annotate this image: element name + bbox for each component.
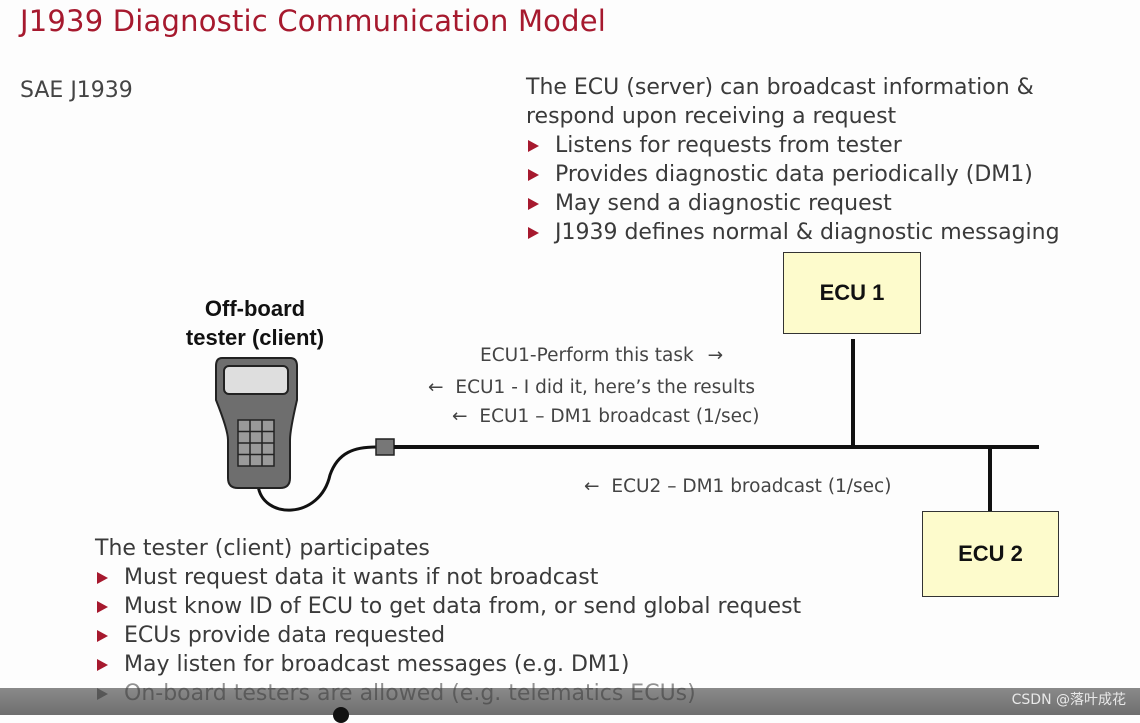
bullet-text: May listen for broadcast messages (e.g. … <box>124 652 630 677</box>
bullet-triangle-icon <box>528 168 539 181</box>
ecu2-box: ECU 2 <box>922 511 1059 597</box>
message-ecu2-dm1: ← ECU2 – DM1 broadcast (1/sec) <box>584 476 891 497</box>
watermark: CSDN @落叶成花 <box>1011 692 1126 708</box>
message-text: ECU1-Perform this task <box>480 345 694 366</box>
can-bus-line <box>394 445 1039 449</box>
list-item: ECUs provide data requested <box>97 621 801 650</box>
ecu-intro-line2: respond upon receiving a request <box>526 104 897 129</box>
bullet-triangle-icon <box>97 600 108 613</box>
playback-scrubber-handle[interactable] <box>333 707 349 723</box>
bullet-triangle-icon <box>97 658 108 671</box>
tester-bullet-list: Must request data it wants if not broadc… <box>97 563 801 679</box>
tester-intro: The tester (client) participates <box>95 536 430 561</box>
ecu-intro: The ECU (server) can broadcast informati… <box>526 73 1034 131</box>
slide-subtitle: SAE J1939 <box>20 78 133 103</box>
tester-label: Off-board tester (client) <box>150 294 360 352</box>
list-item: May send a diagnostic request <box>528 189 1060 218</box>
list-item: May listen for broadcast messages (e.g. … <box>97 650 801 679</box>
arrow-left-icon: ← <box>584 476 600 497</box>
bullet-text: Listens for requests from tester <box>555 133 902 158</box>
ecu1-stub-line <box>851 339 855 449</box>
list-item: Provides diagnostic data periodically (D… <box>528 160 1060 189</box>
message-results: ← ECU1 - I did it, here’s the results <box>428 377 755 398</box>
ecu-intro-line1: The ECU (server) can broadcast informati… <box>526 75 1034 100</box>
list-item: On-board testers are allowed (e.g. telem… <box>97 679 696 708</box>
message-text: ECU1 – DM1 broadcast (1/sec) <box>479 406 760 427</box>
bus-connector-icon <box>375 438 395 456</box>
bullet-text: Must request data it wants if not broadc… <box>124 565 599 590</box>
bullet-triangle-icon <box>528 197 539 210</box>
bullet-text: On-board testers are allowed (e.g. telem… <box>124 681 696 706</box>
list-item: Must request data it wants if not broadc… <box>97 563 801 592</box>
bullet-text: ECUs provide data requested <box>124 623 446 648</box>
tester-label-line2: tester (client) <box>185 325 325 350</box>
tester-device-icon <box>215 357 298 489</box>
ecu-bullet-list: Listens for requests from tester Provide… <box>528 131 1060 247</box>
bullet-text: Provides diagnostic data periodically (D… <box>555 162 1033 187</box>
message-perform-task: ECU1-Perform this task → <box>480 345 723 366</box>
bullet-text: Must know ID of ECU to get data from, or… <box>124 594 802 619</box>
bullet-triangle-icon <box>97 571 108 584</box>
message-ecu1-dm1: ← ECU1 – DM1 broadcast (1/sec) <box>452 406 759 427</box>
bullet-triangle-icon <box>528 226 539 239</box>
arrow-right-icon: → <box>707 345 724 366</box>
message-text: ECU1 - I did it, here’s the results <box>455 377 756 398</box>
bullet-text: J1939 defines normal & diagnostic messag… <box>555 220 1060 245</box>
message-text: ECU2 – DM1 broadcast (1/sec) <box>611 476 892 497</box>
bottom-overlay-bar <box>0 688 1140 715</box>
ecu2-stub-line <box>988 447 992 511</box>
arrow-left-icon: ← <box>428 377 444 398</box>
bullet-text: May send a diagnostic request <box>555 191 892 216</box>
list-item: Listens for requests from tester <box>528 131 1060 160</box>
slide-title: J1939 Diagnostic Communication Model <box>20 4 607 38</box>
tester-label-line1: Off-board <box>204 296 306 321</box>
tester-bullet-list-overflow: On-board testers are allowed (e.g. telem… <box>97 679 696 708</box>
bullet-triangle-icon <box>97 629 108 642</box>
list-item: J1939 defines normal & diagnostic messag… <box>528 218 1060 247</box>
arrow-left-icon: ← <box>452 406 468 427</box>
ecu1-box: ECU 1 <box>783 252 921 334</box>
list-item: Must know ID of ECU to get data from, or… <box>97 592 801 621</box>
tester-cable <box>256 445 377 512</box>
bullet-triangle-icon <box>528 139 539 152</box>
bullet-triangle-icon <box>97 687 108 700</box>
